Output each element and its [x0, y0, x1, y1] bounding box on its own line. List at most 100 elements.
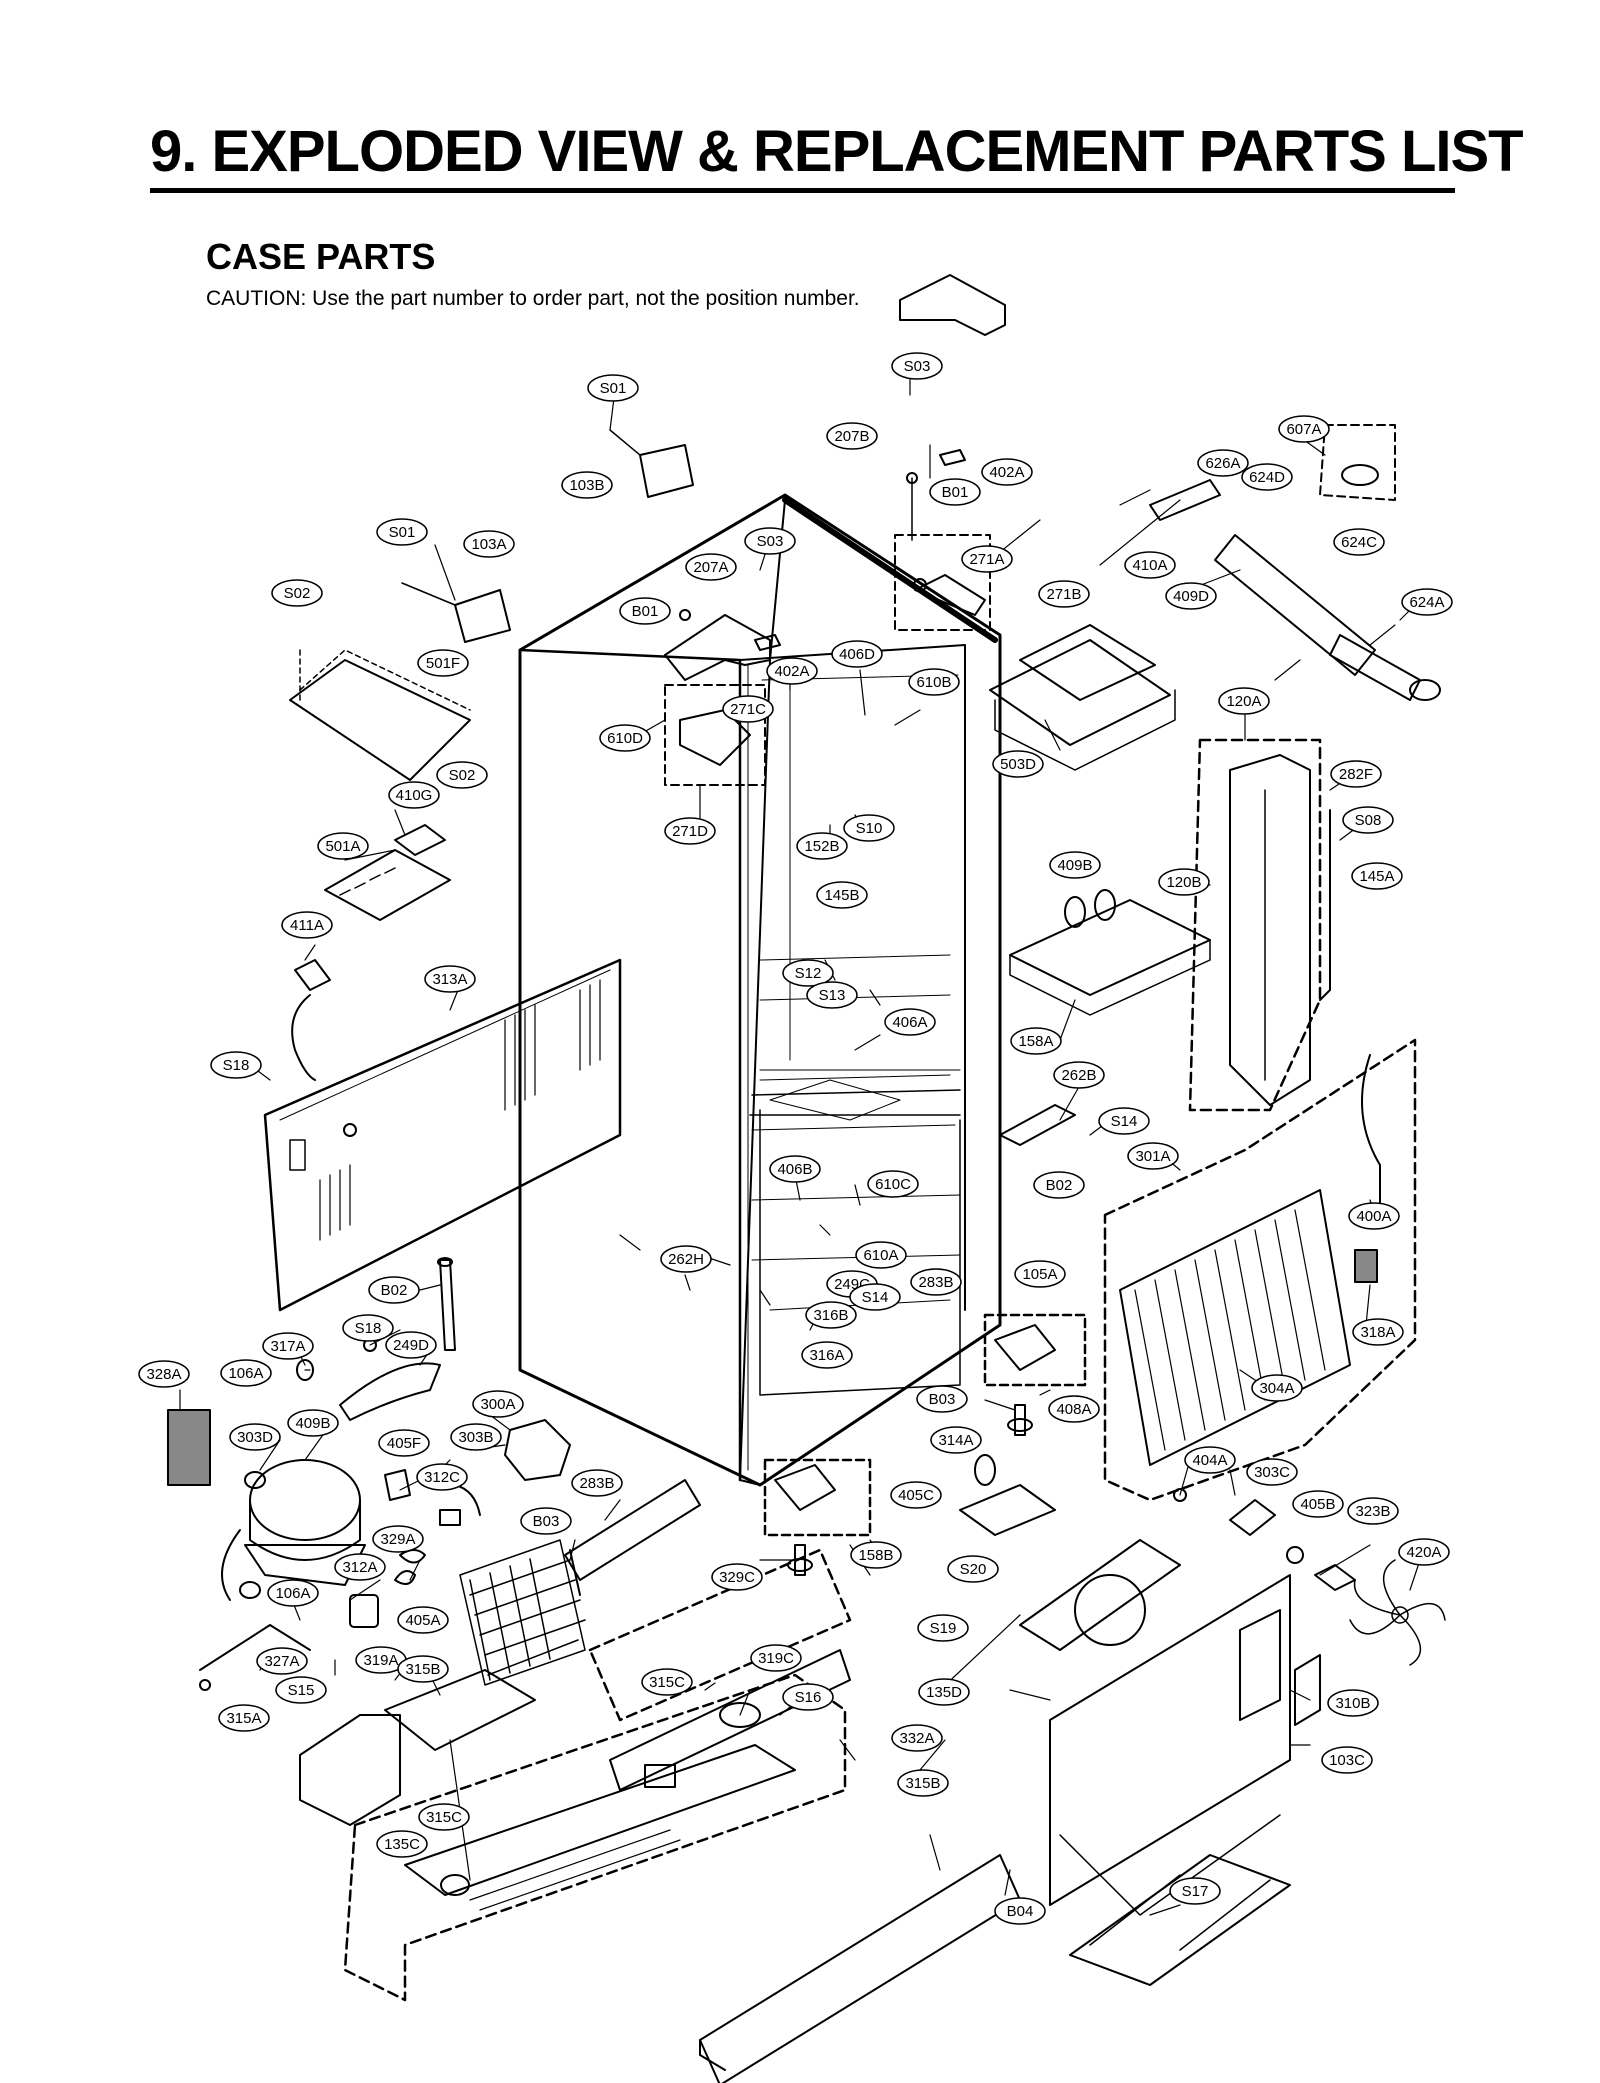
callout-bubble	[378, 1429, 430, 1457]
callout-b02: B02	[368, 1276, 420, 1304]
callout-label: 328A	[146, 1366, 181, 1383]
callout-label: 610A	[863, 1247, 898, 1264]
callout-s01: S01	[587, 374, 639, 402]
callout-158b: 158B	[850, 1541, 902, 1569]
callout-bubble	[711, 1563, 763, 1591]
callout-bubble	[376, 518, 428, 546]
back-cover-313a	[263, 958, 622, 1312]
callout-bubble	[267, 1579, 319, 1607]
callout-405c: 405C	[890, 1481, 942, 1509]
callout-bubble	[891, 1724, 943, 1752]
callout-label: 158A	[1018, 1033, 1053, 1050]
callout-610b: 610B	[908, 668, 960, 696]
callout-label: 400A	[1356, 1208, 1391, 1225]
callout-label: S17	[1182, 1883, 1209, 1900]
callout-label: S10	[856, 820, 883, 837]
callout-bubble	[1098, 1107, 1150, 1135]
callout-bubble	[918, 1678, 970, 1706]
callout-bubble	[385, 1331, 437, 1359]
callout-400a: 400A	[1348, 1202, 1400, 1230]
callout-402a: 402A	[981, 458, 1033, 486]
callout-bubble	[463, 530, 515, 558]
panel-332a	[1049, 1574, 1321, 1916]
callout-bubble	[1124, 551, 1176, 579]
callout-label: 310B	[1335, 1695, 1370, 1712]
callout-327a: 327A	[256, 1647, 308, 1675]
evaporator-301a	[1103, 1038, 1417, 1502]
callout-303b: 303B	[450, 1423, 502, 1451]
callout-label: 249D	[393, 1337, 429, 1354]
callout-271a: 271A	[961, 545, 1013, 573]
callout-label: S12	[795, 965, 822, 982]
callout-label: 409B	[1057, 857, 1092, 874]
bracket-262b	[999, 1104, 1076, 1146]
callout-bubble	[1246, 1458, 1298, 1486]
callout-bubble	[916, 1385, 968, 1413]
callout-bubble	[664, 817, 716, 845]
callout-bubble	[424, 965, 476, 993]
callout-120a: 120A	[1218, 687, 1270, 715]
callout-315c: 315C	[641, 1668, 693, 1696]
callout-503d: 503D	[992, 750, 1044, 778]
callout-label: 106A	[275, 1585, 310, 1602]
callout-bubble	[850, 1541, 902, 1569]
callout-bubble	[961, 545, 1013, 573]
callout-bubble	[685, 553, 737, 581]
callout-501f: 501F	[417, 649, 469, 677]
callout-bubble	[317, 832, 369, 860]
callout-bubble	[210, 1051, 262, 1079]
callout-label: 420A	[1406, 1544, 1441, 1561]
callout-bubble	[1053, 1061, 1105, 1089]
callout-103a: 103A	[463, 530, 515, 558]
grille-135c	[1069, 1854, 1291, 1986]
callout-bubble	[660, 1245, 712, 1273]
callout-312c: 312C	[416, 1463, 468, 1491]
callout-label: 501A	[325, 838, 360, 855]
callout-bubble	[1401, 588, 1453, 616]
callout-301a: 301A	[1127, 1142, 1179, 1170]
callout-label: 404A	[1192, 1452, 1227, 1469]
callout-bubble	[1278, 415, 1330, 443]
callout-402a: 402A	[766, 657, 818, 685]
callout-label: 402A	[989, 464, 1024, 481]
callout-label: 103A	[471, 536, 506, 553]
callout-label: 315C	[649, 1674, 685, 1691]
callout-label: 315B	[405, 1661, 440, 1678]
callout-label: 303B	[458, 1429, 493, 1446]
lamp-409d	[989, 624, 1176, 771]
callout-label: 106A	[228, 1365, 263, 1382]
callout-bubble	[619, 597, 671, 625]
callout-label: B01	[942, 484, 969, 501]
callout-bubble	[418, 1803, 470, 1831]
callout-label: 271A	[969, 551, 1004, 568]
callout-bubble	[1251, 1374, 1303, 1402]
callout-624a: 624A	[1401, 588, 1453, 616]
callout-319a: 319A	[355, 1646, 407, 1674]
callout-bubble	[472, 1390, 524, 1418]
callout-label: 610C	[875, 1176, 911, 1193]
callout-135c: 135C	[376, 1830, 428, 1858]
callout-b01: B01	[929, 478, 981, 506]
callout-bubble	[1169, 1877, 1221, 1905]
callout-312a: 312A	[334, 1553, 386, 1581]
callout-bubble	[891, 352, 943, 380]
callout-label: 314A	[938, 1432, 973, 1449]
callout-label: S13	[819, 987, 846, 1004]
callout-label: S01	[600, 380, 627, 397]
callout-152b: 152B	[796, 832, 848, 860]
callout-b03: B03	[916, 1385, 968, 1413]
callout-315a: 315A	[218, 1704, 270, 1732]
callout-bubble	[801, 1341, 853, 1369]
callout-label: 501F	[426, 655, 460, 672]
callout-bubble	[1333, 528, 1385, 556]
callout-b03: B03	[520, 1507, 572, 1535]
callout-label: 406A	[892, 1014, 927, 1031]
callout-label: 610D	[607, 730, 643, 747]
callout-404a: 404A	[1184, 1446, 1236, 1474]
callout-283b: 283B	[910, 1268, 962, 1296]
callout-282f: 282F	[1330, 760, 1382, 788]
callout-s20: S20	[947, 1555, 999, 1583]
callout-bubble	[561, 471, 613, 499]
callout-label: 271B	[1046, 586, 1081, 603]
callout-label: 410G	[396, 787, 433, 804]
